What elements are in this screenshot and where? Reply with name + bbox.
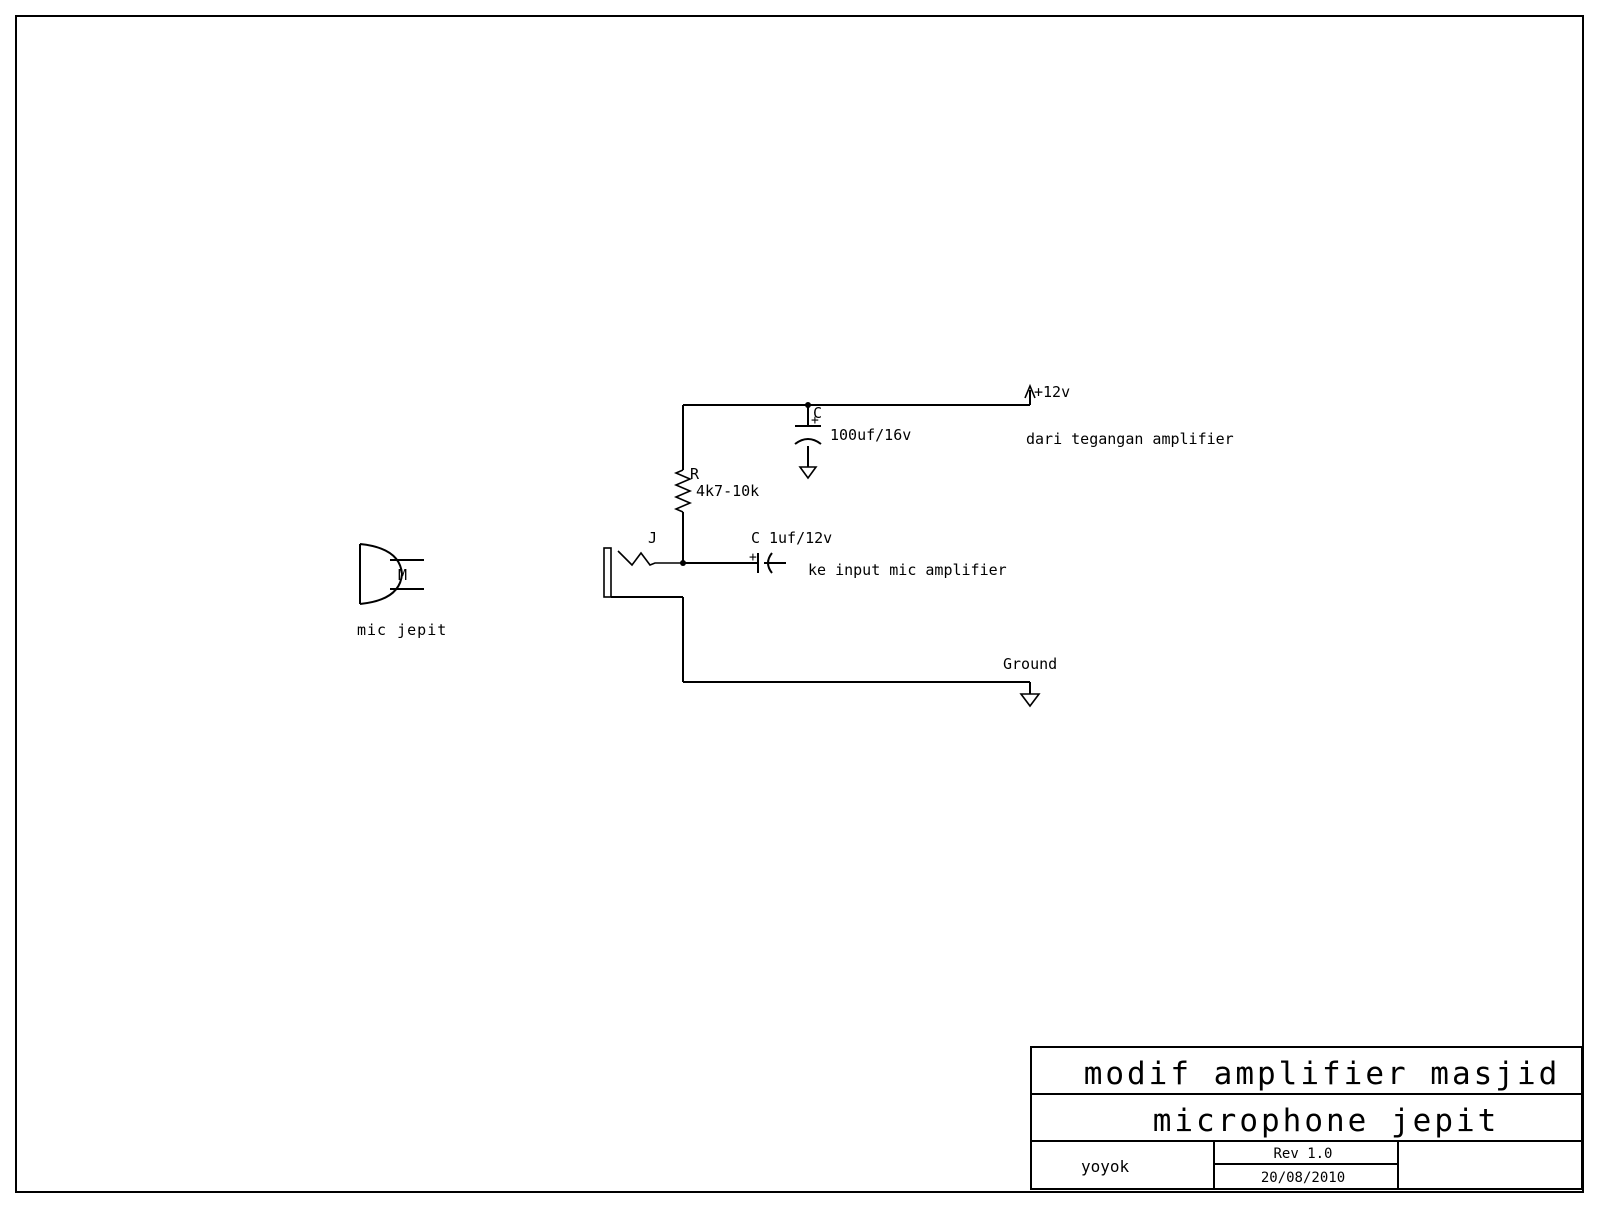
ground-port-symbol: Ground [1003,655,1057,708]
wires [682,404,1031,694]
ground-net-label: Ground [1003,655,1057,673]
title-block-title: microphone jepit [1153,1103,1500,1139]
output-capacitor-symbol: + C 1uf/12v [749,529,832,574]
supply-cap-ref-label: C [813,404,822,422]
audio-jack-symbol: J [603,529,683,598]
mic-ref-label: M [398,566,407,584]
output-cap-value-label: 1uf/12v [769,529,832,547]
output-net-note: ke input mic amplifier [808,561,1007,579]
output-cap-polarity: + [749,550,757,565]
resistor-value-label: 4k7-10k [696,482,759,500]
power-net-note: dari tegangan amplifier [1026,430,1234,448]
title-block-author: yoyok [1081,1157,1130,1176]
resistor-ref-label: R [690,465,700,483]
jack-ref-label: J [648,529,657,547]
supply-capacitor-symbol: + C 100uf/16v [794,404,911,445]
resistor-symbol: R 4k7-10k [673,465,759,513]
junction-dot-rail [805,402,811,408]
sheet-border [15,15,1584,1193]
mic-label: mic jepit [357,621,447,639]
output-cap-ref-label: C [751,529,760,547]
ground-symbol-cap [798,466,818,480]
microphone-symbol: M [359,543,424,605]
title-block-project: modif amplifier masjid [1084,1056,1561,1092]
power-net-label: +12v [1034,383,1070,401]
supply-cap-polarity: + [811,413,819,428]
supply-cap-value-label: 100uf/16v [830,426,911,444]
title-block-revision: Rev 1.0 [1273,1146,1332,1162]
junction-dot-output [680,560,686,566]
title-block: modif amplifier masjid microphone jepit … [1030,1046,1583,1190]
title-block-date: 20/08/2010 [1261,1170,1345,1186]
power-port-symbol: +12v [1024,383,1070,405]
